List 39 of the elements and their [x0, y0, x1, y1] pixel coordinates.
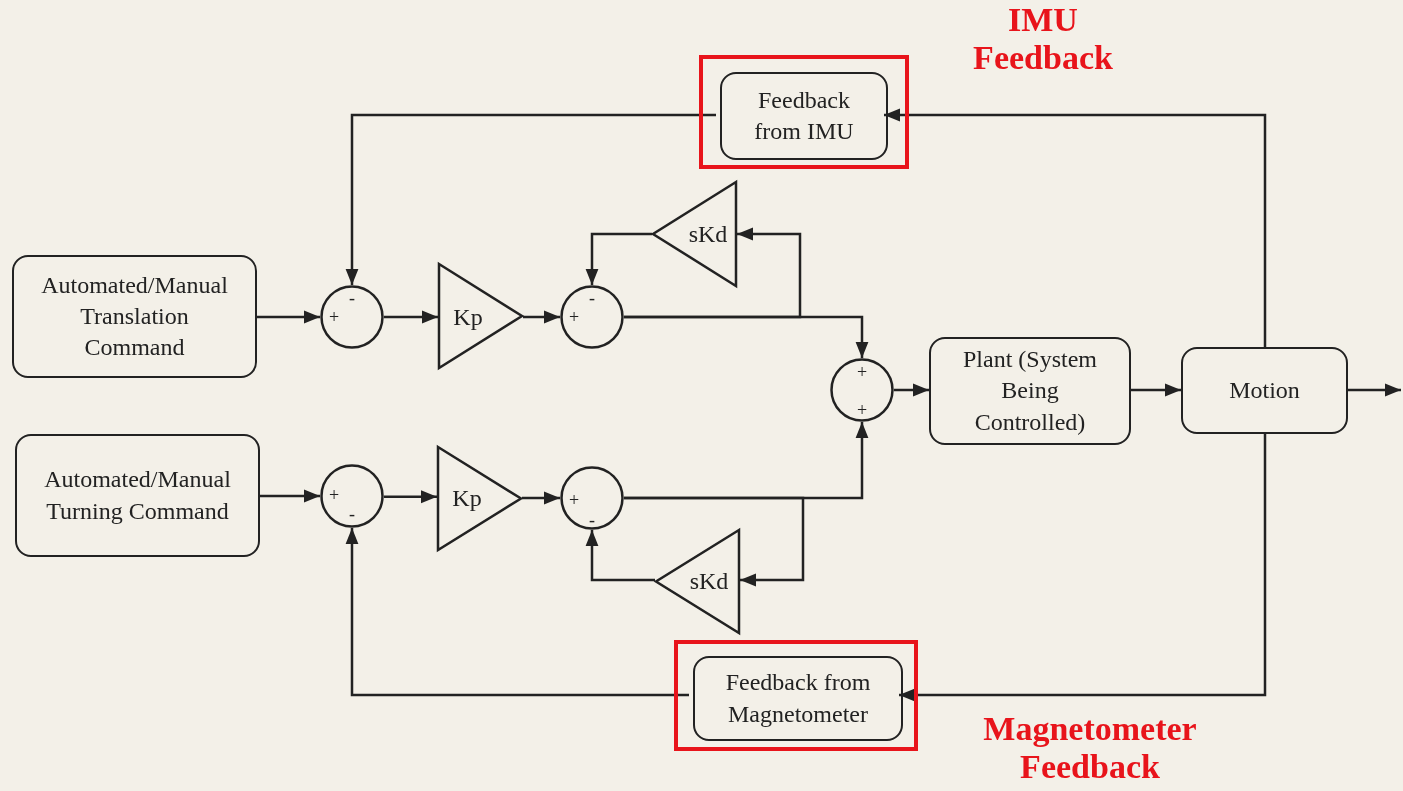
- sign-label: +: [568, 308, 580, 326]
- sign-label: -: [349, 505, 355, 523]
- section-heading: Magnetometer Feedback: [982, 710, 1198, 787]
- arrow: [624, 496, 805, 587]
- arrow: [345, 528, 689, 697]
- process-box: Automated/Manual Translation Command: [12, 255, 257, 378]
- arrow: [884, 108, 1267, 347]
- gain-label: Kp: [453, 305, 483, 329]
- arrow: [523, 310, 560, 324]
- arrow: [345, 113, 716, 285]
- arrow: [899, 434, 1267, 702]
- gain-label: Kp: [452, 486, 482, 510]
- process-box: Feedback from Magnetometer: [693, 656, 903, 741]
- arrow: [384, 490, 437, 504]
- arrow: [522, 491, 560, 505]
- arrow: [894, 383, 929, 397]
- arrow: [1131, 383, 1181, 397]
- arrow: [384, 310, 438, 324]
- sign-label: +: [328, 308, 340, 326]
- sign-label: +: [856, 363, 868, 381]
- sign-label: -: [589, 511, 595, 529]
- arrow: [1348, 383, 1401, 397]
- arrow: [257, 310, 320, 324]
- process-box: Plant (System Being Controlled): [929, 337, 1131, 445]
- arrow: [624, 227, 802, 319]
- process-box: Automated/Manual Turning Command: [15, 434, 260, 557]
- sign-label: +: [568, 491, 580, 509]
- process-box: Motion: [1181, 347, 1348, 434]
- section-heading: IMU Feedback: [972, 1, 1114, 78]
- arrow: [585, 232, 652, 285]
- arrow: [585, 530, 655, 582]
- sign-label: +: [328, 486, 340, 504]
- sign-label: +: [856, 401, 868, 419]
- gain-label: sKd: [689, 569, 729, 593]
- process-box: Feedback from IMU: [720, 72, 888, 160]
- arrow: [260, 489, 320, 503]
- sign-label: -: [349, 289, 355, 307]
- gain-label: sKd: [688, 222, 728, 246]
- sign-label: -: [589, 289, 595, 307]
